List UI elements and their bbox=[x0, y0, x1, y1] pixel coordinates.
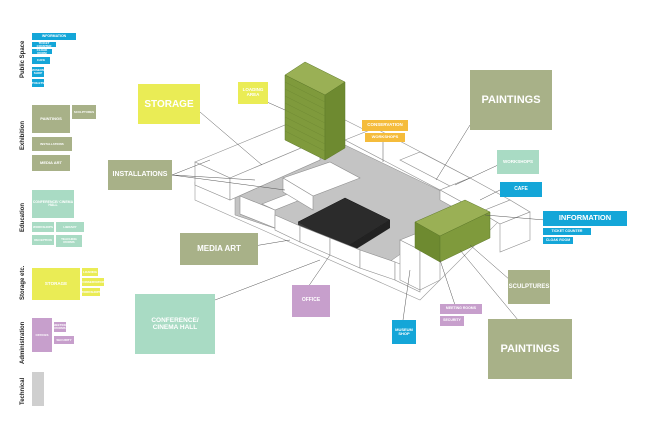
legend-public-toilets: TOILETS bbox=[32, 79, 44, 87]
legend-exhibition-paintings: PAINTINGS bbox=[32, 105, 70, 133]
legend-public-cloak: CLOAK ROOM bbox=[32, 48, 52, 54]
legend-admin-offices: OFFICES bbox=[32, 318, 52, 352]
legend-education-library: LIBRARY bbox=[56, 222, 84, 232]
legend-public-shop: MUSEUM SHOP bbox=[31, 67, 45, 77]
label-loading-area: LOADING AREA bbox=[238, 82, 268, 104]
dark-hall-front bbox=[345, 220, 390, 256]
label-offices: OFFICE bbox=[292, 285, 330, 317]
label-conservation: CONSERVATION bbox=[362, 120, 408, 131]
legend-admin-meeting: MEETING ROOMS bbox=[53, 322, 67, 332]
legend-heading-education: Education bbox=[20, 202, 26, 232]
label-workshops-education: WORKSHOPS bbox=[497, 150, 539, 174]
legend-exhibition-installations: INSTALLATIONS bbox=[32, 137, 72, 151]
legend-education-conference: CONFERENCE/ CINEMA HALL bbox=[32, 190, 74, 218]
label-paintings-top: PAINTINGS bbox=[470, 70, 552, 130]
legend-exhibition-sculptures: SCULPTURES bbox=[72, 105, 96, 119]
label-workshops-conservation: WORKSHOPS bbox=[365, 133, 405, 142]
legend-storage-workshops: WORKSHOPS bbox=[81, 288, 101, 296]
legend-storage-conservation: CONSERVATION bbox=[81, 278, 105, 286]
label-sculptures: SCULPTURES bbox=[508, 270, 550, 304]
legend-admin-security: SECURITY bbox=[54, 336, 74, 344]
storage-tower bbox=[284, 61, 346, 161]
legend-heading-public-space: Public Space bbox=[20, 40, 26, 78]
legend-heading-exhibition: Exhibition bbox=[20, 121, 26, 150]
legend-heading-storage: Storage etc. bbox=[20, 265, 26, 300]
label-installations: INSTALLATIONS bbox=[108, 160, 172, 190]
legend-exhibition-media-art: MEDIA ART bbox=[32, 155, 70, 171]
legend-public-ticket: TICKET COUNTER bbox=[32, 41, 56, 47]
label-meeting-rooms: MEETING ROOMS bbox=[440, 304, 482, 314]
label-museum-shop: MUSEUM SHOP bbox=[392, 320, 416, 344]
label-ticket-counter: TICKET COUNTER bbox=[543, 228, 591, 235]
label-security: SECURITY bbox=[440, 316, 464, 326]
legend-storage-storage: STORAGE bbox=[32, 268, 80, 300]
legend-storage-loading: LOADING bbox=[82, 268, 98, 276]
label-media-art: MEDIA ART bbox=[180, 233, 258, 265]
legend-public-information: INFORMATION bbox=[32, 33, 76, 40]
legend-education-workshops: WORKSHOPS bbox=[32, 222, 54, 232]
label-paintings-bottom: PAINTINGS bbox=[488, 319, 572, 379]
legend-education-teaching: TEACHING ROOMS bbox=[56, 235, 82, 247]
label-conference-cinema-hall: CONFERENCE/ CINEMA HALL bbox=[135, 294, 215, 354]
legend-heading-administration: Administration bbox=[20, 321, 26, 364]
legend-heading-technical: Technical bbox=[20, 377, 26, 405]
label-storage: STORAGE bbox=[138, 84, 200, 124]
label-cafe: CAFE bbox=[500, 182, 542, 197]
label-cloak-room: CLOAK ROOM bbox=[543, 237, 573, 244]
legend-education-reception: RECEPTION bbox=[32, 235, 54, 245]
legend-public-cafe: CAFE bbox=[32, 57, 50, 64]
exhibition-block bbox=[414, 199, 491, 263]
label-information: INFORMATION bbox=[543, 211, 627, 226]
legend-technical-block bbox=[32, 372, 44, 406]
